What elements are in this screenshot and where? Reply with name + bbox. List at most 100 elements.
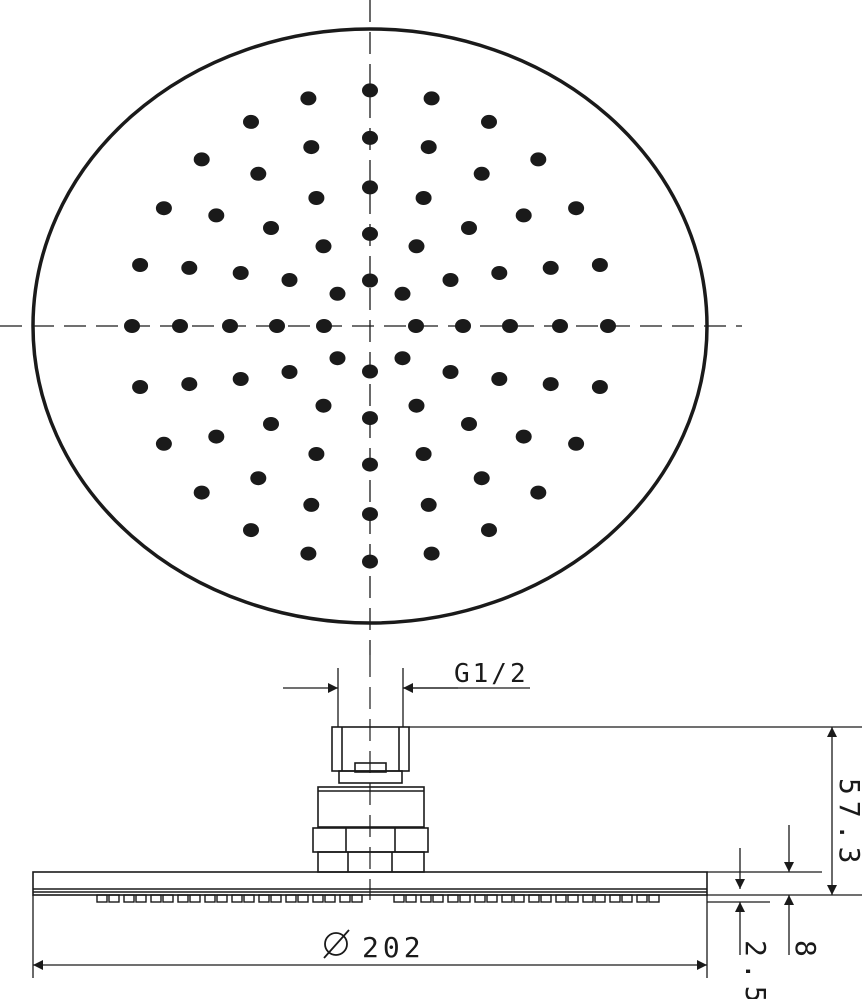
- nozzle-hole: [408, 398, 425, 413]
- nozzle-hole: [172, 319, 188, 333]
- nozzle-hole: [155, 436, 172, 451]
- edge-label: 2.5: [739, 940, 772, 999]
- side-nozzle: [432, 894, 444, 903]
- nozzle-hole: [442, 273, 459, 287]
- diameter-symbol: [323, 929, 350, 959]
- side-nozzle: [555, 894, 567, 903]
- nozzle-hole: [423, 91, 440, 106]
- nozzle-hole: [491, 266, 508, 280]
- nozzle-hole: [303, 140, 320, 155]
- thread-label: G1/2: [454, 659, 529, 689]
- side-nozzle: [339, 894, 351, 903]
- side-nozzle: [513, 894, 525, 903]
- nozzle-hole: [362, 180, 378, 195]
- nozzle-hole: [232, 372, 249, 386]
- nozzle-hole: [362, 554, 378, 569]
- base-ring: [317, 851, 425, 873]
- nozzle-hole: [362, 364, 378, 379]
- side-nozzle: [447, 894, 459, 903]
- side-nozzle: [204, 894, 216, 903]
- nozzle-hole: [263, 221, 279, 235]
- ball-joint-body: [317, 786, 425, 828]
- diameter-label: 202: [362, 931, 425, 964]
- nozzle-hole: [308, 191, 325, 205]
- dimensions: [32, 668, 862, 978]
- side-nozzle: [501, 894, 513, 903]
- side-nozzle: [297, 894, 309, 903]
- nozzle-hole: [530, 152, 547, 167]
- nozzle-hole: [568, 201, 585, 216]
- nozzle-hole: [394, 286, 411, 301]
- nozzle-hole: [455, 319, 471, 333]
- nozzle-hole: [530, 485, 547, 500]
- side-nozzle: [177, 894, 189, 903]
- side-nozzle: [324, 894, 336, 903]
- side-nozzle: [231, 894, 243, 903]
- side-nozzle: [393, 894, 405, 903]
- nozzle-hole: [243, 114, 259, 129]
- nozzle-holes: [124, 83, 616, 569]
- nozzle-hole: [600, 319, 616, 333]
- nozzle-hole: [552, 319, 568, 333]
- shower-plate: [32, 871, 708, 896]
- nozzle-hole: [481, 523, 497, 538]
- side-nozzle: [459, 894, 471, 903]
- nozzle-hole: [420, 140, 437, 155]
- nozzle-hole: [515, 208, 532, 223]
- nozzle-hole: [193, 485, 210, 500]
- nozzle-hole: [591, 258, 608, 272]
- nozzle-hole: [420, 497, 437, 512]
- nozzle-hole: [442, 365, 459, 379]
- nozzle-hole: [269, 319, 285, 333]
- nozzle-hole: [208, 429, 225, 444]
- thickness-label: 8: [789, 940, 822, 957]
- nozzle-hole: [415, 447, 432, 461]
- nozzle-hole: [132, 380, 149, 394]
- side-nozzle-row: [96, 894, 660, 903]
- nozzle-hole: [329, 286, 346, 301]
- side-nozzle: [150, 894, 162, 903]
- nozzle-hole: [362, 457, 378, 472]
- side-nozzle: [351, 894, 363, 903]
- side-nozzle: [636, 894, 648, 903]
- side-nozzle: [123, 894, 135, 903]
- nozzle-hole: [408, 319, 424, 333]
- nozzle-hole: [515, 429, 532, 444]
- nozzle-hole: [473, 471, 490, 486]
- side-nozzle: [243, 894, 255, 903]
- side-nozzle: [621, 894, 633, 903]
- side-nozzle: [108, 894, 120, 903]
- connector-nut-top: [354, 762, 387, 773]
- nozzle-hole: [461, 221, 477, 235]
- nozzle-hole: [250, 166, 267, 181]
- nozzle-hole: [568, 436, 585, 451]
- nozzle-hole: [542, 260, 559, 275]
- nozzle-hole: [232, 266, 249, 280]
- nozzle-hole: [193, 152, 210, 167]
- nozzle-hole: [362, 226, 378, 241]
- side-nozzle: [474, 894, 486, 903]
- nozzle-hole: [281, 273, 298, 287]
- nozzle-hole: [542, 377, 559, 392]
- nozzle-hole: [181, 377, 198, 392]
- nozzle-hole: [473, 166, 490, 181]
- side-nozzle: [96, 894, 108, 903]
- nozzle-hole: [461, 417, 477, 431]
- side-nozzle: [162, 894, 174, 903]
- nozzle-hole: [491, 372, 508, 386]
- nozzle-hole: [250, 471, 267, 486]
- side-nozzle: [405, 894, 417, 903]
- side-nozzle: [486, 894, 498, 903]
- nozzle-hole: [300, 91, 317, 106]
- side-nozzle: [648, 894, 660, 903]
- nozzle-hole: [362, 507, 378, 522]
- side-nozzle: [258, 894, 270, 903]
- nozzle-hole: [308, 447, 325, 461]
- nozzle-hole: [315, 398, 332, 413]
- nozzle-hole: [263, 417, 279, 431]
- nozzle-hole: [208, 208, 225, 223]
- nozzle-hole: [481, 114, 497, 129]
- nozzle-hole: [591, 380, 608, 394]
- height-label: 57.3: [833, 778, 865, 869]
- nozzle-hole: [303, 497, 320, 512]
